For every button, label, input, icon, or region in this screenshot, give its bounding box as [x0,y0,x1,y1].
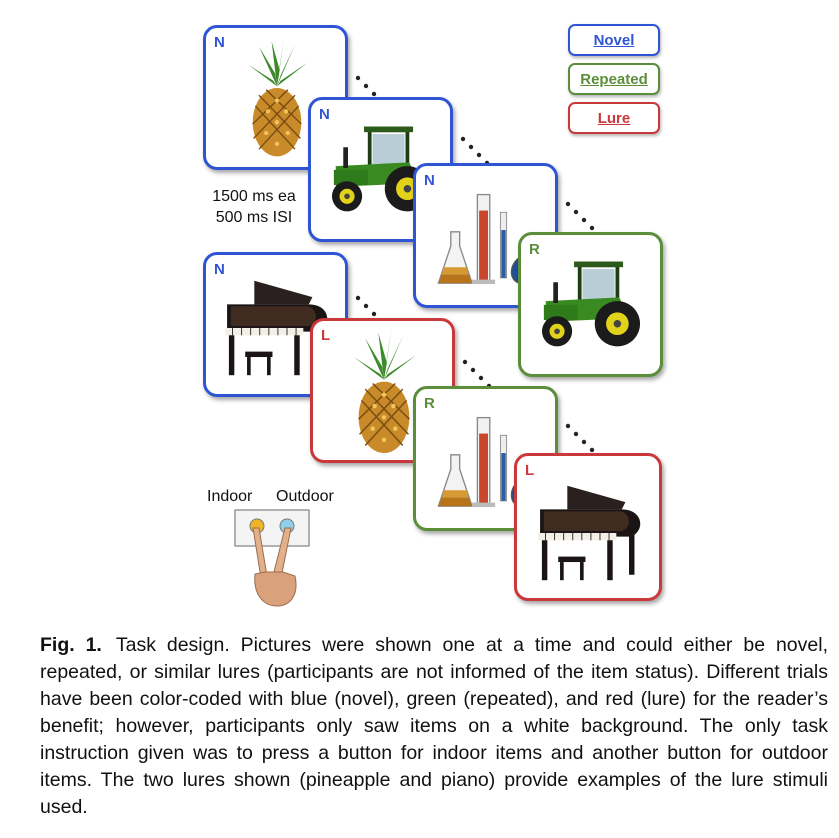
trial-status-letter: N [424,172,435,189]
trial-status-letter: N [214,34,225,51]
timing-note: 1500 ms ea 500 ms ISI [204,186,304,228]
trial-card: L [514,453,662,601]
figure-caption: Fig. 1.Task design. Pictures were shown … [40,632,828,821]
timing-duration: 1500 ms ea [212,188,296,205]
figure-label: Fig. 1. [40,634,102,656]
legend-novel: Novel [568,24,660,56]
sequence-dots-icon [562,198,598,234]
legend-lure: Lure [568,102,660,134]
caption-text: Task design. Pictures were shown one at … [40,634,828,818]
trial-card: R [518,232,663,377]
outdoor-label: Outdoor [276,488,334,505]
response-pad-hand-icon [234,509,310,607]
trial-status-letter: N [214,261,225,278]
trial-status-letter: R [529,241,540,258]
timing-isi: 500 ms ISI [215,209,293,226]
piano-icon [537,485,641,581]
indoor-label: Indoor [207,488,253,505]
legend-repeated: Repeated [568,63,660,95]
figure-panel: N N N R N L [203,24,663,607]
trial-status-letter: N [319,106,330,123]
sequence-dots-icon [562,420,598,456]
trial-status-letter: L [321,327,331,344]
trial-status-letter: R [424,395,435,412]
trial-status-letter: L [525,462,535,479]
tractor-icon [539,259,643,349]
